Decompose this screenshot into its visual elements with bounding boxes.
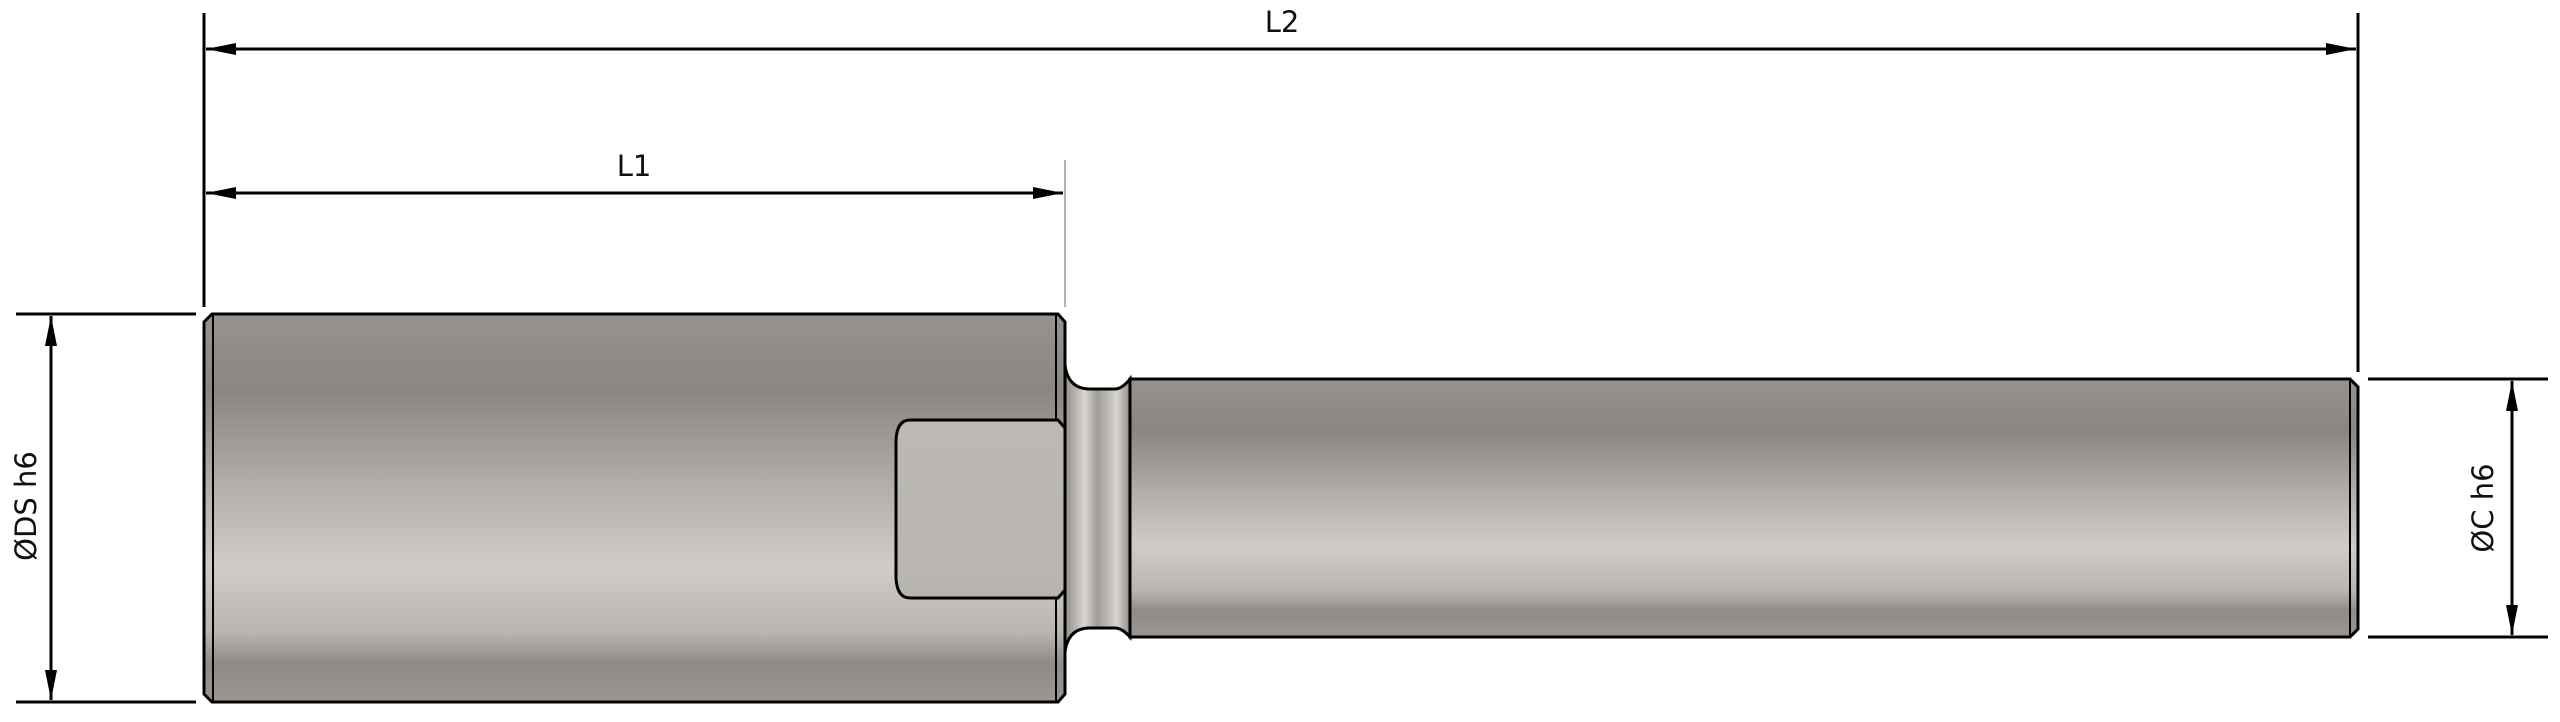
label-l2: L2 [1265,5,1300,39]
label-ds: ØDS h6 [9,451,43,561]
label-l1: L1 [617,149,652,183]
large-cylinder [202,312,1067,704]
clamping-flat [894,418,1067,600]
small-cylinder [1128,377,2360,639]
neck-groove [1063,364,1132,653]
label-c: ØC h6 [2466,463,2500,552]
